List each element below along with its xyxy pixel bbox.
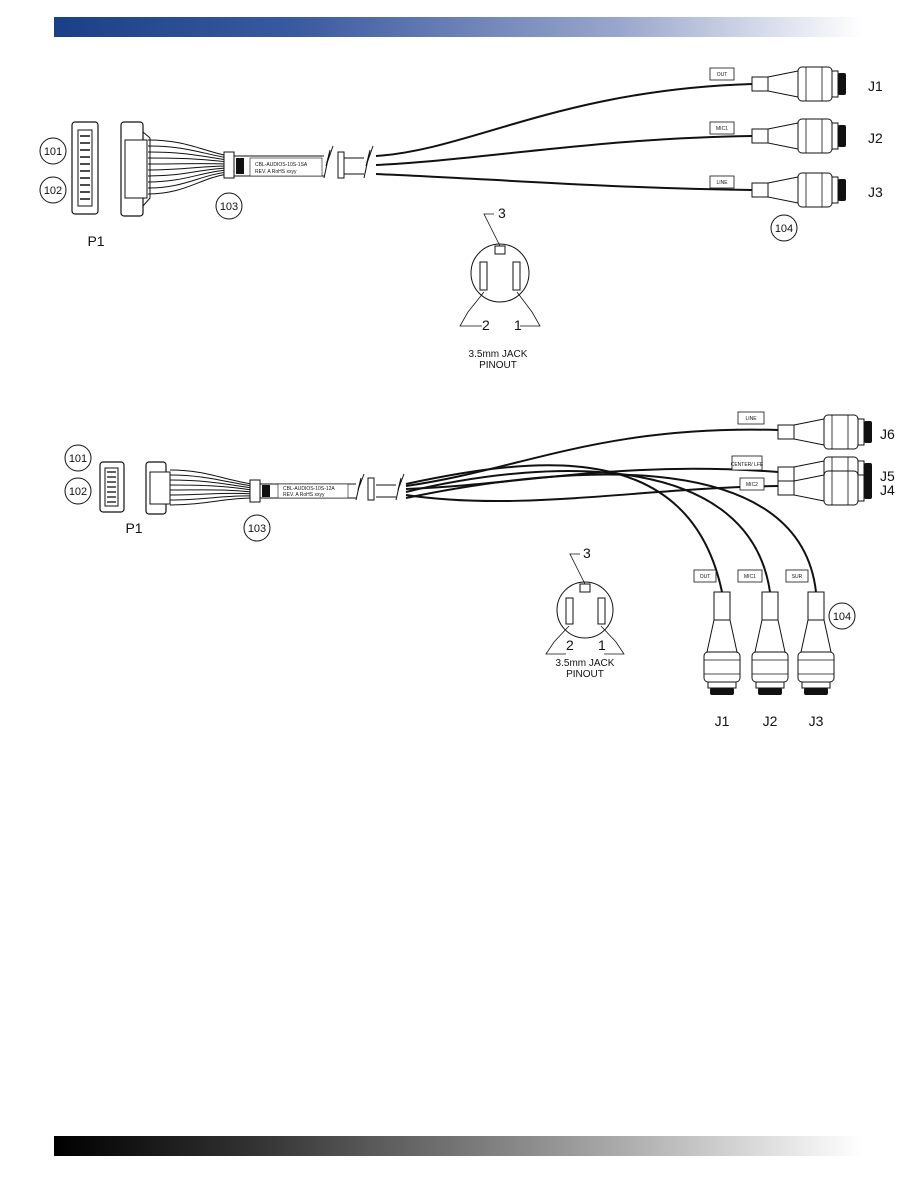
callout-102-bottom: 102: [64, 477, 92, 505]
svg-text:103: 103: [248, 523, 266, 535]
svg-text:1: 1: [598, 637, 606, 653]
svg-text:OUT: OUT: [717, 72, 728, 78]
svg-text:LINE: LINE: [716, 180, 728, 186]
cable-label-top: [249, 157, 323, 177]
branch-cables-bottom: [405, 428, 817, 593]
jack-pinout-bottom: 3 2 1 3.5mm JACK PINOUT: [545, 545, 625, 680]
jack-j6-bottom: [777, 414, 873, 450]
svg-text:LINE: LINE: [745, 416, 757, 422]
svg-text:2: 2: [566, 637, 574, 653]
callout-101-bottom: 101: [64, 444, 92, 472]
p1-label-top: P1: [87, 233, 104, 249]
svg-text:3.5mm JACK: 3.5mm JACK: [469, 349, 528, 360]
cable-tie-top: [223, 151, 235, 179]
tag-center-lfe-bottom: CENTER/ LFE: [731, 455, 764, 471]
branch-cables-top: [375, 83, 753, 191]
j1-label-bottom: J1: [715, 713, 730, 729]
p1-side-connector-top: [120, 121, 151, 217]
svg-text:CENTER/ LFE: CENTER/ LFE: [731, 462, 764, 468]
svg-text:MIC2: MIC2: [746, 482, 758, 488]
tag-mic1-top: MIC1: [709, 121, 735, 135]
svg-text:3: 3: [583, 545, 591, 561]
footer-gradient-bar: [54, 1136, 862, 1156]
svg-text:PINOUT: PINOUT: [566, 669, 604, 680]
j2-label-top: J2: [868, 130, 883, 146]
cable-label-line2-bottom: REV. A RoHS xxyy: [283, 492, 325, 498]
svg-text:101: 101: [69, 453, 87, 465]
callout-104-top: 104: [770, 214, 798, 242]
tag-line-top: LINE: [709, 175, 735, 189]
svg-text:3.5mm JACK: 3.5mm JACK: [556, 658, 615, 669]
j5-label-bottom: J5: [880, 468, 895, 484]
p1-side-connector-bottom: [145, 461, 171, 515]
tag-mic2-bottom: MIC2: [739, 477, 765, 491]
header-gradient-bar: [54, 17, 862, 37]
svg-text:SUR: SUR: [792, 574, 803, 580]
j2-label-bottom: J2: [763, 713, 778, 729]
svg-text:PINOUT: PINOUT: [479, 360, 517, 371]
svg-text:103: 103: [220, 201, 238, 213]
j4-label-bottom: J4: [880, 482, 895, 498]
cable-label-bottom: [277, 483, 349, 499]
jack-j1-top: [751, 66, 847, 102]
svg-text:101: 101: [44, 146, 62, 158]
svg-text:OUT: OUT: [700, 574, 711, 580]
svg-text:102: 102: [69, 486, 87, 498]
jack-j2-top: [751, 118, 847, 154]
tag-out-top: OUT: [709, 67, 735, 81]
jack-j1-bottom: [703, 591, 741, 696]
jack-pinout-top: 3 2 1 3.5mm JACK PINOUT: [459, 205, 541, 371]
j1-label-top: J1: [868, 78, 883, 94]
p1-housing-bottom: [99, 461, 125, 513]
tag-out-bottom: OUT: [693, 569, 717, 583]
j6-label-bottom: J6: [880, 426, 895, 442]
cable-sleeve-top: [236, 158, 244, 174]
tag-mic1-bottom: MIC1: [737, 569, 763, 583]
cable-label-line1-bottom: CBL-AUDIOS-10S-12A: [283, 486, 335, 492]
cable-label-line1-top: CBL-AUDIOS-10S-1SA: [255, 162, 308, 168]
callout-101-top: 101: [39, 137, 67, 165]
wire-fan-top: [147, 139, 229, 195]
wire-fan-bottom: [169, 469, 253, 506]
callout-103-bottom: 103: [243, 514, 271, 542]
j3-label-top: J3: [868, 184, 883, 200]
svg-text:102: 102: [44, 185, 62, 197]
svg-text:104: 104: [833, 611, 851, 623]
diagram-top: 101 102 P1: [39, 66, 883, 371]
cable-label-line2-top: REV. A RoHS xxyy: [255, 169, 297, 175]
p1-housing-top: [71, 121, 99, 215]
jack-j3-bottom: [797, 591, 835, 696]
callout-102-top: 102: [39, 176, 67, 204]
jack-j3-top: [751, 172, 847, 208]
callout-103-top: 103: [215, 192, 243, 220]
svg-text:3: 3: [498, 205, 506, 221]
callout-104-bottom: 104: [828, 602, 856, 630]
break-marks-top: [323, 145, 374, 179]
p1-label-bottom: P1: [125, 520, 142, 536]
j3-label-bottom: J3: [809, 713, 824, 729]
svg-text:MIC1: MIC1: [744, 574, 756, 580]
svg-text:MIC1: MIC1: [716, 126, 728, 132]
diagram-bottom: 101 102 P1: [64, 411, 895, 729]
break-marks-bottom: [355, 473, 405, 501]
tag-sur-bottom: SUR: [785, 569, 809, 583]
svg-text:1: 1: [514, 317, 522, 333]
svg-text:2: 2: [482, 317, 490, 333]
jack-j2-bottom: [751, 591, 789, 696]
svg-text:104: 104: [775, 223, 793, 235]
cable-tie-bottom: [249, 479, 261, 503]
cable-sleeve-bottom: [262, 485, 270, 497]
tag-line-bottom: LINE: [737, 411, 765, 425]
